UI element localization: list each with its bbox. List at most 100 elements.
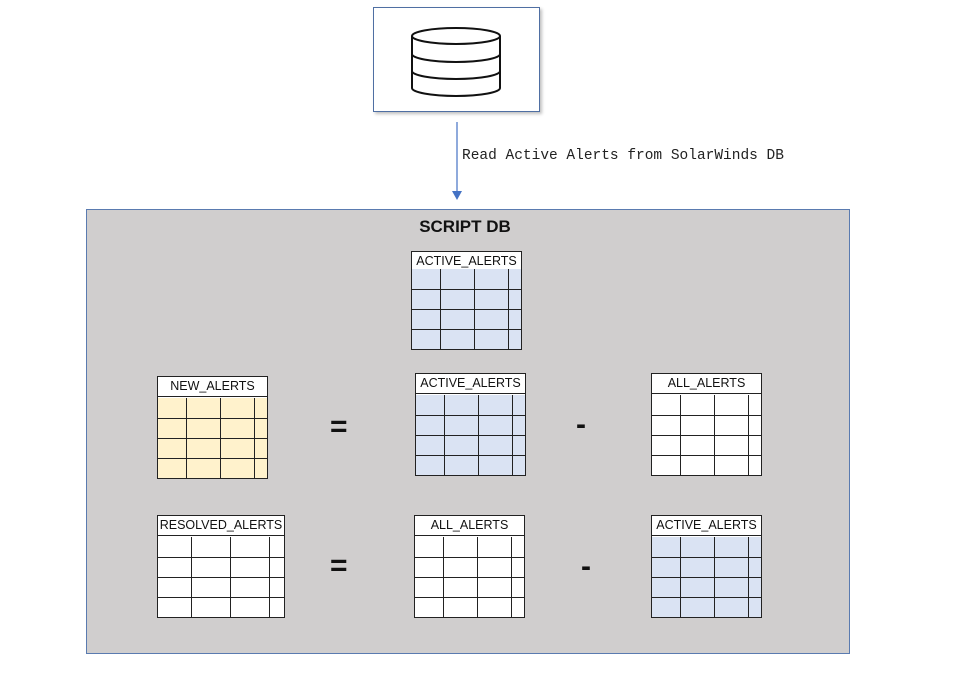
equals-sign: = (330, 410, 348, 443)
table-cell (253, 398, 267, 418)
table-cell (747, 436, 761, 455)
table-cell (478, 416, 512, 435)
table-row (415, 597, 524, 617)
table-cell (158, 598, 191, 617)
table-cell (416, 395, 444, 415)
table-name: ACTIVE_ALERTS (652, 516, 761, 536)
table-row (412, 269, 521, 289)
table-cell (680, 578, 714, 597)
table-row (412, 309, 521, 329)
table-cell (714, 395, 748, 415)
table-resolved-alerts: RESOLVED_ALERTS (157, 515, 285, 618)
table-row (415, 537, 524, 557)
table-cell (186, 459, 220, 478)
table-active-alerts-eq2: ACTIVE_ALERTS (651, 515, 762, 618)
table-cell (507, 269, 521, 289)
table-row (158, 398, 267, 418)
table-cell (474, 269, 508, 289)
table-cell (158, 558, 191, 577)
table-cell (507, 330, 521, 349)
table-cell (652, 416, 680, 435)
table-row (652, 455, 761, 475)
table-cell (680, 598, 714, 617)
table-cell (253, 419, 267, 438)
table-cell (478, 395, 512, 415)
table-cell (747, 416, 761, 435)
table-cell (416, 436, 444, 455)
script-db-title: SCRIPT DB (419, 217, 511, 236)
table-cell (444, 436, 478, 455)
table-cell (680, 558, 714, 577)
table-cell (158, 537, 191, 557)
table-row (158, 537, 284, 557)
table-cell (680, 456, 714, 475)
table-row (416, 435, 525, 455)
table-grid (652, 395, 761, 475)
table-row (652, 537, 761, 557)
table-cell (510, 537, 524, 557)
table-cell (478, 436, 512, 455)
table-cell (510, 578, 524, 597)
table-row (652, 577, 761, 597)
table-grid (158, 398, 267, 478)
table-cell (474, 290, 508, 309)
table-cell (474, 310, 508, 329)
table-grid (416, 395, 525, 475)
table-cell (444, 456, 478, 475)
table-cell (186, 419, 220, 438)
table-cell (186, 398, 220, 418)
table-cell (415, 537, 443, 557)
table-row (158, 438, 267, 458)
table-cell (507, 290, 521, 309)
table-cell (747, 456, 761, 475)
table-cell (443, 578, 477, 597)
table-cell (443, 598, 477, 617)
table-cell (268, 537, 284, 557)
table-cell (220, 419, 254, 438)
table-cell (253, 439, 267, 458)
table-cell (652, 578, 680, 597)
table-cell (680, 537, 714, 557)
table-cell (158, 419, 186, 438)
table-row (415, 557, 524, 577)
table-cell (680, 416, 714, 435)
table-new-alerts: NEW_ALERTS (157, 376, 268, 479)
table-cell (229, 598, 269, 617)
table-cell (477, 598, 511, 617)
table-row (416, 455, 525, 475)
table-cell (477, 537, 511, 557)
database-icon (411, 27, 501, 97)
table-cell (412, 330, 440, 349)
table-cell (714, 416, 748, 435)
table-cell (190, 537, 230, 557)
table-name: RESOLVED_ALERTS (158, 516, 284, 536)
table-cell (229, 578, 269, 597)
table-active-alerts-eq1: ACTIVE_ALERTS (415, 373, 526, 476)
table-cell (747, 578, 761, 597)
table-cell (158, 439, 186, 458)
table-cell (477, 578, 511, 597)
table-cell (714, 537, 748, 557)
table-cell (511, 395, 525, 415)
table-cell (652, 537, 680, 557)
table-cell (268, 578, 284, 597)
table-cell (652, 558, 680, 577)
table-row (415, 577, 524, 597)
table-row (412, 329, 521, 349)
table-name: NEW_ALERTS (158, 377, 267, 397)
table-name: ALL_ALERTS (415, 516, 524, 536)
table-all-alerts-eq1: ALL_ALERTS (651, 373, 762, 476)
table-cell (652, 456, 680, 475)
table-row (652, 395, 761, 415)
table-cell (511, 416, 525, 435)
table-cell (443, 537, 477, 557)
table-cell (747, 558, 761, 577)
solarwinds-db-node (373, 7, 540, 112)
table-cell (190, 578, 230, 597)
table-cell (511, 436, 525, 455)
table-grid (158, 537, 284, 617)
table-row (652, 415, 761, 435)
table-cell (511, 456, 525, 475)
table-cell (714, 558, 748, 577)
table-cell (680, 395, 714, 415)
